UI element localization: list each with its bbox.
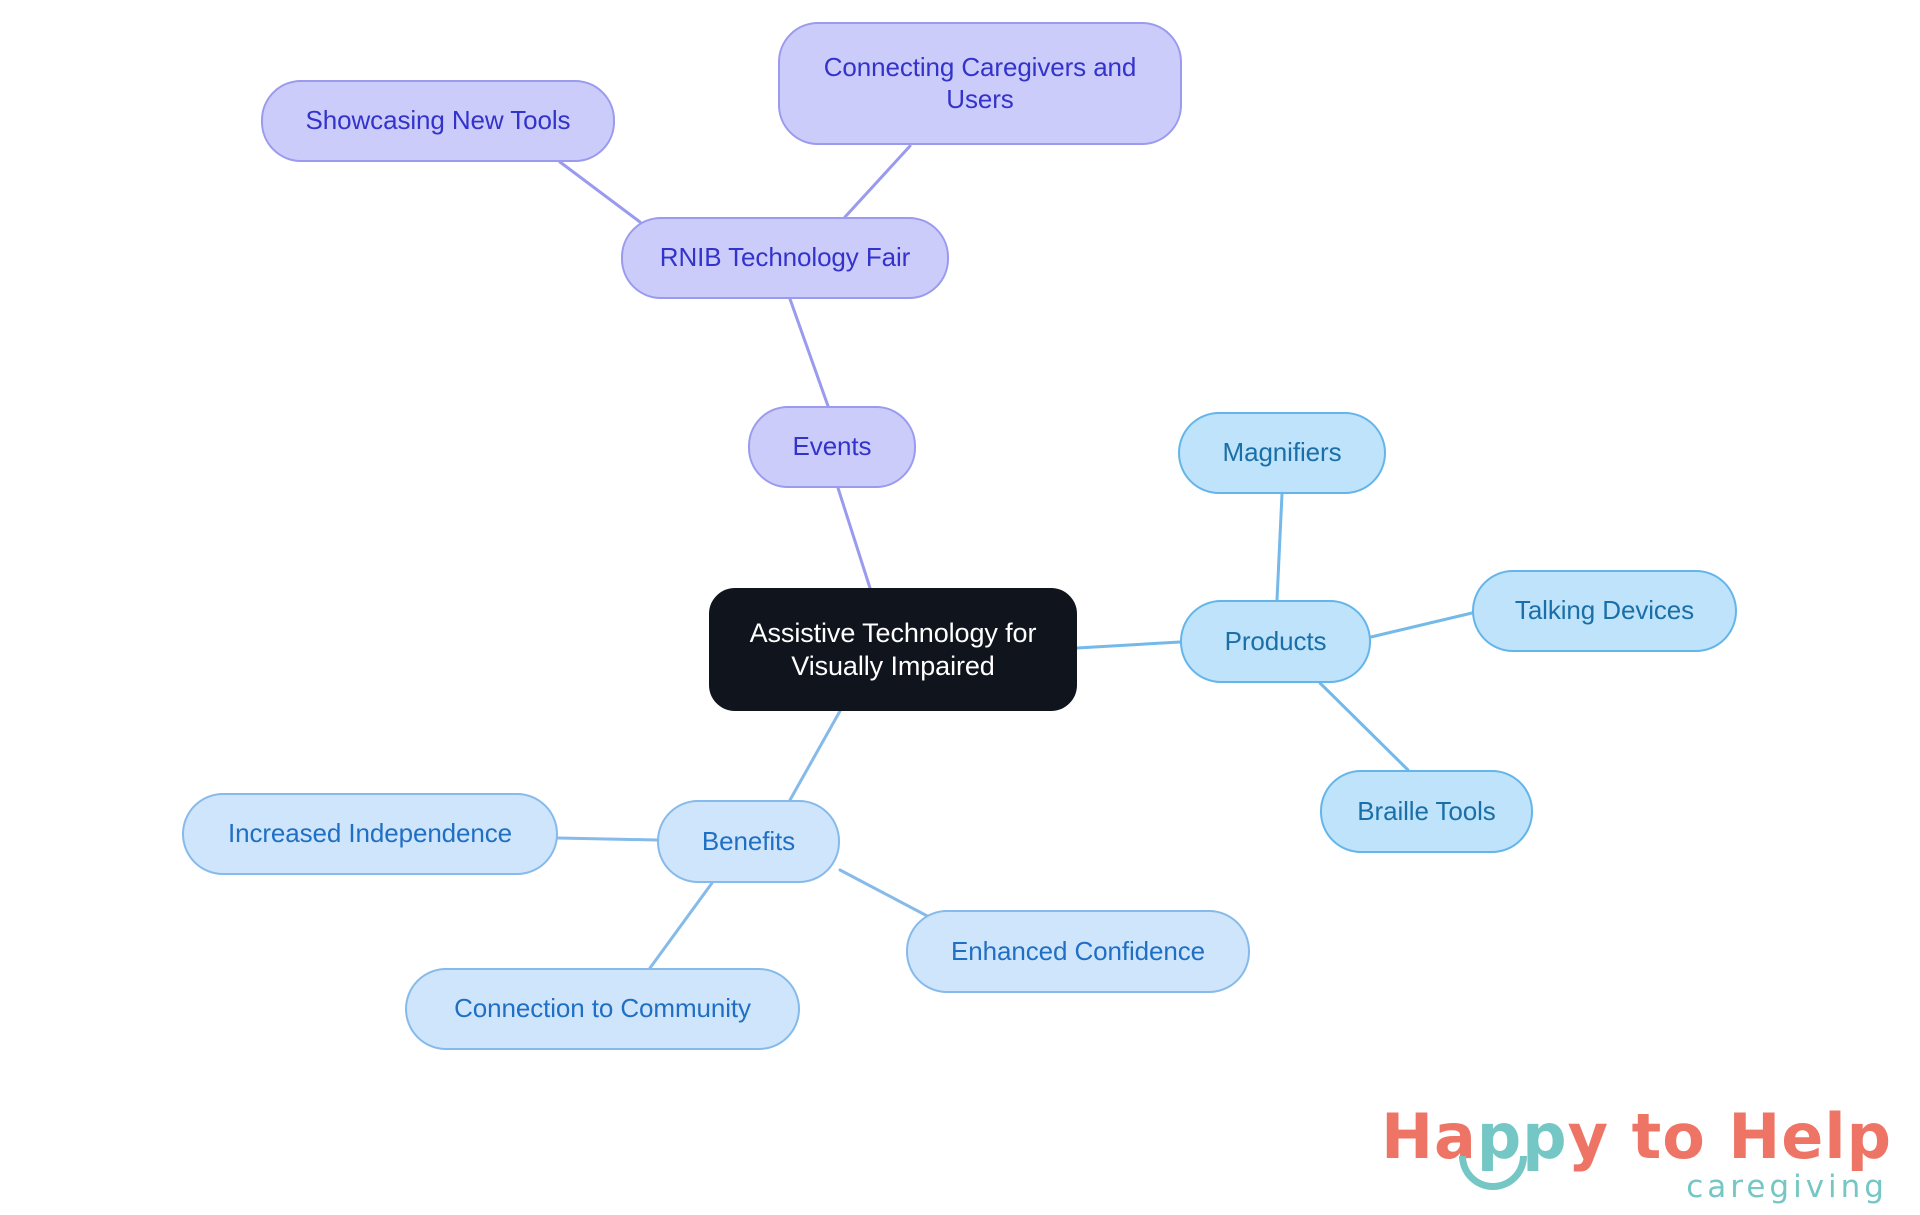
node-label: Products xyxy=(1224,625,1327,656)
node-label: Connecting Caregivers and Users xyxy=(823,51,1137,114)
logo-tagline: caregiving xyxy=(1686,1169,1888,1205)
edge-products-to-talking-devices xyxy=(1369,611,1474,639)
node-talking-devices[interactable]: Talking Devices xyxy=(1472,570,1737,652)
node-events[interactable]: Events xyxy=(748,406,916,488)
node-magnifiers[interactable]: Magnifiers xyxy=(1178,412,1386,494)
node-label: Assistive Technology for Visually Impair… xyxy=(749,617,1037,681)
edge-rnib-technology-fair-to-showcasing-new-tools xyxy=(558,160,642,224)
node-products[interactable]: Products xyxy=(1180,600,1371,683)
logo-word-y: y xyxy=(1567,1100,1609,1173)
happy-to-help-logo: Happy to Help caregiving xyxy=(1381,1106,1892,1203)
edge-root-to-benefits xyxy=(788,709,842,802)
node-label: Showcasing New Tools xyxy=(305,105,571,136)
node-label: Enhanced Confidence xyxy=(951,935,1205,966)
node-root-assistive-technology[interactable]: Assistive Technology for Visually Impair… xyxy=(709,588,1077,711)
node-label: RNIB Technology Fair xyxy=(659,242,911,273)
edge-events-to-rnib-technology-fair xyxy=(788,297,830,408)
logo-word-p: p xyxy=(1846,1100,1892,1173)
node-connection-to-community[interactable]: Connection to Community xyxy=(405,968,800,1050)
node-label: Connection to Community xyxy=(454,993,751,1024)
node-label: Benefits xyxy=(701,825,796,856)
logo-word-hel: Hel xyxy=(1728,1100,1847,1173)
node-benefits[interactable]: Benefits xyxy=(657,800,840,883)
edge-benefits-to-connection-to-community xyxy=(648,881,714,970)
edge-products-to-magnifiers xyxy=(1275,492,1284,602)
edge-products-to-braille-tools xyxy=(1318,681,1410,772)
node-increased-independence[interactable]: Increased Independence xyxy=(182,793,558,875)
edge-benefits-to-increased-independence xyxy=(556,836,659,842)
node-enhanced-confidence[interactable]: Enhanced Confidence xyxy=(906,910,1250,993)
node-label: Events xyxy=(792,431,872,462)
node-label: Magnifiers xyxy=(1222,437,1342,468)
node-connecting-caregivers-and-users[interactable]: Connecting Caregivers and Users xyxy=(778,22,1182,145)
logo-word-to: to xyxy=(1609,1100,1729,1173)
node-label: Increased Independence xyxy=(227,818,513,849)
node-showcasing-new-tools[interactable]: Showcasing New Tools xyxy=(261,80,615,162)
node-braille-tools[interactable]: Braille Tools xyxy=(1320,770,1533,853)
node-label: Braille Tools xyxy=(1357,795,1496,826)
edge-rnib-technology-fair-to-connecting-caregivers-and-users xyxy=(843,144,912,219)
edge-root-to-products xyxy=(1075,640,1182,650)
node-label: Talking Devices xyxy=(1514,595,1695,626)
logo-wordmark: Happy to Help xyxy=(1381,1106,1892,1190)
node-rnib-technology-fair[interactable]: RNIB Technology Fair xyxy=(621,217,949,299)
edge-root-to-events xyxy=(836,486,872,590)
